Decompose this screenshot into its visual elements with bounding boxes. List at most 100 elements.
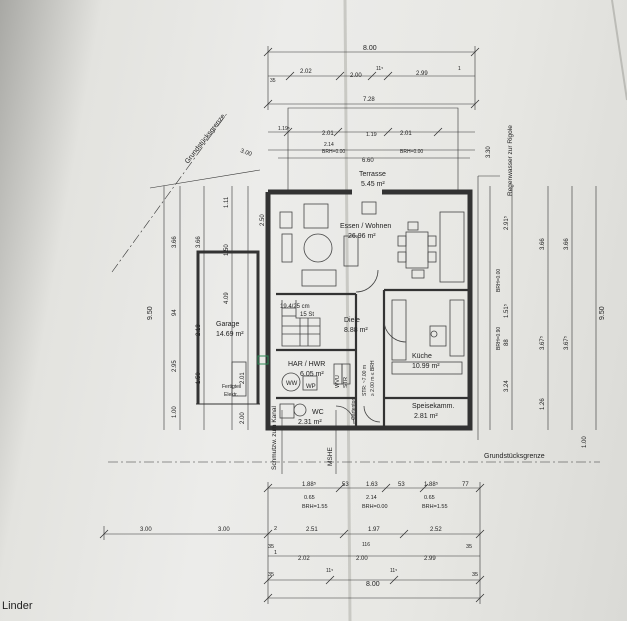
dim-top-1: 1 <box>458 66 461 72</box>
dim-right-367b: 3.67⁵ <box>539 335 546 350</box>
dim-left-409: 4.09 <box>224 292 230 304</box>
stair-rise: 15 St <box>300 312 314 318</box>
elektr-label: Elektr. <box>224 392 238 398</box>
stair-note-1: STR: ~7.00 m <box>362 365 368 396</box>
dim-terrace-inner: 6.60 <box>362 158 374 164</box>
dim-right-total: 9.50 <box>599 306 606 320</box>
mshe-label: MSHE <box>327 447 334 466</box>
room-garage-area: 14.69 m² <box>216 331 244 338</box>
room-wohnen-area: 26.96 m² <box>348 233 376 240</box>
dim-right-366: 3.66 <box>564 238 570 250</box>
gartentor-label: Gartentor <box>351 399 357 420</box>
wvu-label: WVU <box>335 375 341 388</box>
room-wohnen-name: Essen / Wohnen <box>340 223 391 230</box>
str-label: STR <box>343 377 349 388</box>
connection-marker <box>257 355 269 365</box>
room-speise-name: Speisekamm. <box>412 403 454 410</box>
dim-left-111: 1.11 <box>224 196 230 208</box>
dim-right-100: 1.00 <box>582 436 588 448</box>
dim-left-295: 2.95 <box>172 360 178 372</box>
dim-left-150: 1.50 <box>196 372 202 384</box>
ww-label: WW <box>286 381 298 387</box>
dim-bot-tiny-b: 11⁵ <box>390 568 397 574</box>
dim-bot-116: 116 <box>362 542 370 548</box>
dim-terrace-depth: 3.30 <box>486 146 492 158</box>
dim-bot-total: 8.00 <box>366 581 380 588</box>
dim-bot-065a: 0.65 <box>304 495 315 501</box>
dim-bot-f: 77 <box>462 482 469 488</box>
dim-right-brh2: BRH=0.90 <box>496 327 502 350</box>
footer-name: Linder <box>2 600 33 612</box>
furniture <box>231 201 465 425</box>
room-diele-name: Diele <box>344 317 360 324</box>
dim-bot-300a: 3.00 <box>140 527 152 533</box>
boundary-label-bottom: Grundstücksgrenze <box>484 453 545 460</box>
dim-terrace-a: 2.01 <box>322 131 334 137</box>
dim-bot-1a: 1 <box>274 550 277 556</box>
dim-right-324: 3.24 <box>504 380 510 392</box>
exterior-walls <box>265 189 473 431</box>
dim-bot-299: 2.99 <box>424 556 436 562</box>
dim-top-total: 8.00 <box>363 45 377 52</box>
dim-bot-tiny-a: 11⁵ <box>326 568 333 574</box>
dim-left-366b: 3.66 <box>196 236 202 248</box>
dim-left-total: 9.50 <box>147 306 154 320</box>
dim-bot-e: 1.88⁵ <box>424 481 439 488</box>
dim-left-100: 1.00 <box>172 406 178 418</box>
dim-bot-c: 1.63 <box>366 482 378 488</box>
dim-left-150b: 1.50 <box>224 244 230 256</box>
cont-label: Fertigteil <box>222 384 241 390</box>
room-hwr-area: 6.05 m² <box>300 371 324 378</box>
boundary-label-diagonal: Grundstücksgrenze <box>184 113 227 165</box>
dim-bot-brh155b: BRH=1.55 <box>422 504 448 510</box>
dim-bot-35b: 35 <box>466 544 472 550</box>
dim-right-brh: BRH=0.00 <box>496 269 502 292</box>
dim-top-c: 2.99 <box>416 71 428 77</box>
room-speise-area: 2.81 m² <box>414 413 438 420</box>
room-diele-area: 8.88 m² <box>344 327 368 334</box>
dim-bot-35d: 35 <box>472 572 478 578</box>
room-hwr-name: HAR / HWR <box>288 361 325 368</box>
dim-left-250: 2.50 <box>260 214 266 226</box>
dim-bot-b: 53 <box>342 482 349 488</box>
dim-terrace-brh-b: BRH=0.00 <box>400 149 423 155</box>
dim-garage-diag: 3.00 <box>239 148 253 158</box>
dim-top-35: 35 <box>270 78 276 84</box>
dim-bot-d: 53 <box>398 482 405 488</box>
room-wc-name: WC <box>312 409 324 416</box>
stair-note-2: ≥ 2.00 m ≤ BRH <box>370 360 376 396</box>
dim-right-367: 3.67⁵ <box>563 335 570 350</box>
dim-terrace-b: 1.19 <box>366 132 377 138</box>
dim-bot-202: 2.02 <box>298 556 310 562</box>
dim-bot-2: 2 <box>274 526 277 532</box>
dim-terrace-brh-a: BRH=0.00 <box>322 149 345 155</box>
dim-terrace-edge: 1.19⁵ <box>278 126 290 132</box>
rain-label: Regenwasser zur Rigole <box>507 125 514 196</box>
dim-top-b: 2.00 <box>350 73 362 79</box>
room-wc-area: 2.31 m² <box>298 419 322 426</box>
room-kueche-area: 10.99 m² <box>412 363 440 370</box>
dim-bot-35a: 35 <box>268 544 274 550</box>
stove-icon <box>430 330 438 338</box>
dim-right-2915: 2.91⁵ <box>503 215 510 230</box>
dimension-lines <box>103 46 600 604</box>
wp-label: WP <box>306 384 316 390</box>
room-garage-name: Garage <box>216 321 239 328</box>
dim-bot-a: 1.88⁵ <box>302 481 317 488</box>
dim-bot-300b: 3.00 <box>218 527 230 533</box>
room-kueche-name: Küche <box>412 353 432 360</box>
dim-left-200: 2.00 <box>240 412 246 424</box>
dim-right-126: 1.26 <box>540 398 546 410</box>
dim-left-94: 94 <box>172 309 178 316</box>
stair-steps: 19.4/25 cm <box>280 304 310 310</box>
dim-right-1515: 1.51⁵ <box>503 303 510 318</box>
paper-edge <box>611 0 627 101</box>
dim-right-366b: 3.66 <box>540 238 546 250</box>
room-terrasse-name: Terrasse <box>359 171 386 178</box>
interior-walls <box>276 288 470 428</box>
dimension-ticks <box>99 47 485 603</box>
dim-left-201: 2.01 <box>240 372 246 384</box>
dim-terrace-width: 7.28 <box>363 97 375 103</box>
dim-bot-197: 1.97 <box>368 527 380 533</box>
